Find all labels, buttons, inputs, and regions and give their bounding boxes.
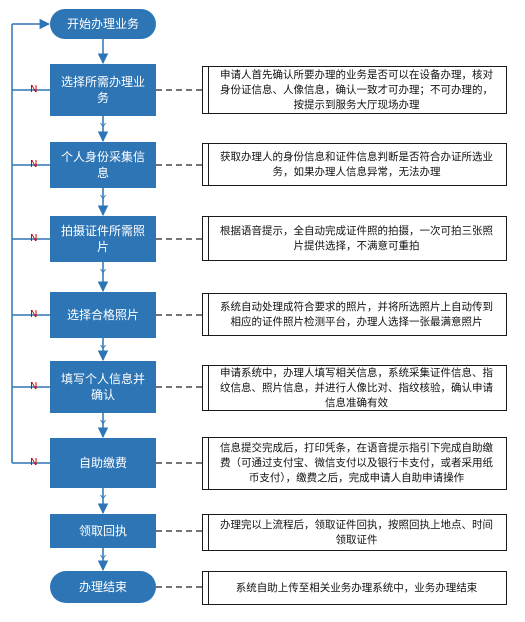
process-step: 自助缴费 bbox=[50, 438, 156, 488]
step-note: 办理完以上流程后，领取证件回执，按照回执上地点、时间领取证件 bbox=[202, 514, 507, 551]
process-step: 拍摄证件所需照片 bbox=[50, 216, 156, 262]
connector-lines bbox=[11, 18, 202, 588]
step-note: 信息提交完成后，打印凭条，在语音提示指引下完成自助缴费（可通过支付宝、微信支付以… bbox=[202, 437, 507, 490]
yes-label: Y bbox=[100, 554, 107, 565]
yes-label: Y bbox=[100, 494, 107, 505]
no-label: N bbox=[30, 381, 38, 392]
process-step: 个人身份采集信息 bbox=[50, 142, 156, 188]
yes-label: Y bbox=[100, 194, 107, 205]
process-step: 领取回执 bbox=[50, 514, 156, 548]
start-node: 开始办理业务 bbox=[50, 9, 156, 39]
end-node: 办理结束 bbox=[50, 571, 156, 603]
yes-label: Y bbox=[100, 419, 107, 430]
process-step: 选择所需办理业务 bbox=[50, 64, 156, 116]
step-note: 系统自动处理成符合要求的照片，并将所选照片上自动传到相应的证件照片检测平台，办理… bbox=[202, 293, 507, 336]
step-note: 申请系统中，办理人填写相关信息，系统采集证件信息、指纹信息、照片信息，并进行人像… bbox=[202, 365, 507, 411]
process-step: 选择合格照片 bbox=[50, 292, 156, 338]
no-label: N bbox=[30, 84, 38, 95]
process-step: 填写个人信息并确认 bbox=[50, 361, 156, 413]
no-label: N bbox=[30, 457, 38, 468]
yes-label: Y bbox=[100, 268, 107, 279]
step-note: 根据语音提示，全自动完成证件照的拍摄，一次可拍三张照片提供选择，不满意可重拍 bbox=[202, 216, 507, 261]
step-note: 申请人首先确认所要办理的业务是否可以在设备办理，核对身份证信息、人像信息，确认一… bbox=[202, 66, 507, 114]
yes-label: Y bbox=[100, 344, 107, 355]
no-label: N bbox=[30, 159, 38, 170]
no-label: N bbox=[30, 309, 38, 320]
step-note: 获取办理人的身份信息和证件信息判断是否符合办证所选业务，如果办理人信息异常，无法… bbox=[202, 143, 507, 186]
no-label: N bbox=[30, 233, 38, 244]
step-note: 系统自助上传至相关业务办理系统中，业务办理结束 bbox=[202, 571, 507, 605]
yes-label: Y bbox=[100, 122, 107, 133]
